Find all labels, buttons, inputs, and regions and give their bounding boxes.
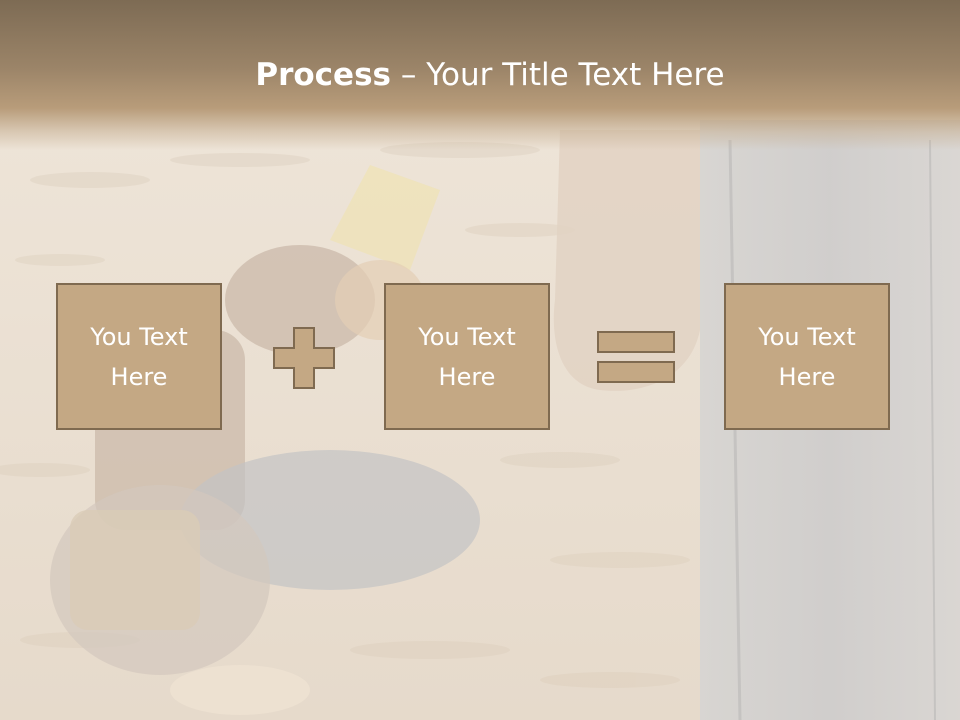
process-box-1[interactable]: You Text Here [56,283,222,430]
process-box-3[interactable]: You Text Here [724,283,890,430]
slide-title-bold: Process [255,57,391,93]
process-box-2[interactable]: You Text Here [384,283,550,430]
slide-title: Process – Your Title Text Here [0,54,960,96]
slide-title-rest: – Your Title Text Here [391,57,725,93]
process-box-3-label: You Text Here [758,322,856,391]
equals-icon [597,331,675,383]
plus-icon [273,327,335,389]
process-box-1-label: You Text Here [90,322,188,391]
process-box-2-label: You Text Here [418,322,516,391]
title-bar [0,0,960,150]
